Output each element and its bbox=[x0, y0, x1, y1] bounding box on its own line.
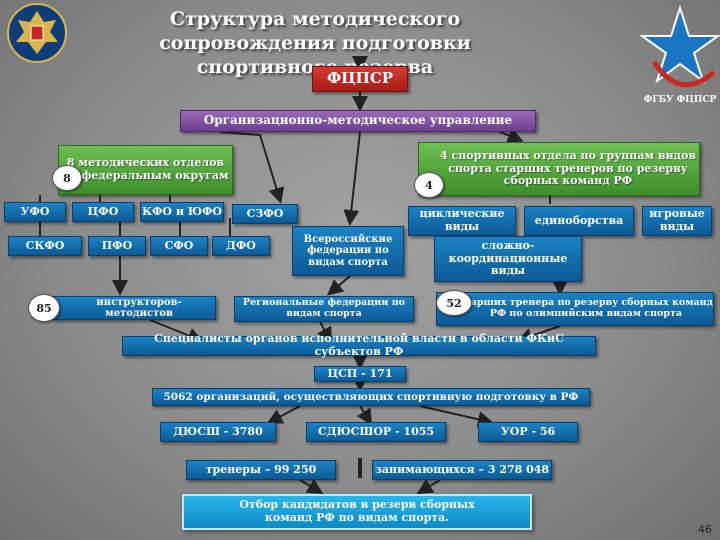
senior-coaches-box: старших тренера по резерву сборных коман… bbox=[436, 292, 714, 326]
sports-group-box: 4 спортивных отдела по группам видов спо… bbox=[418, 142, 700, 196]
type-game: игровые виды bbox=[642, 206, 712, 236]
districts-count-badge: 8 bbox=[52, 165, 82, 191]
instructors-count-badge: 85 bbox=[28, 294, 60, 322]
page-number: 46 bbox=[698, 523, 712, 536]
logo-caption: ФГБУ ФЦПСР bbox=[643, 94, 717, 105]
fcpsr-star-logo bbox=[638, 2, 720, 112]
sports-count-badge: 4 bbox=[414, 172, 444, 198]
district-ufo: УФО bbox=[4, 202, 66, 222]
all-russian-federations-box: Всероссийские федерации по видам спорта bbox=[292, 226, 404, 276]
school-uor: УОР - 56 bbox=[478, 422, 578, 442]
athletes-count-box: занимающихся – 3 278 048 bbox=[372, 460, 552, 480]
school-sdyusshor: СДЮСШОР - 1055 bbox=[306, 422, 446, 442]
senior-coaches-count-badge: 52 bbox=[436, 290, 472, 316]
coaches-count-box: тренеры – 99 250 bbox=[186, 460, 336, 480]
type-cyclic: циклические виды bbox=[408, 206, 516, 236]
organizations-box: 5062 организаций, осуществляющих спортив… bbox=[152, 388, 590, 406]
fcpsr-box: ФЦПСР bbox=[312, 66, 408, 92]
csp-box: ЦСП - 171 bbox=[314, 366, 406, 382]
selection-box: Отбор кандидатов в резерв сборных команд… bbox=[182, 494, 532, 530]
district-szfo: СЗФО bbox=[232, 204, 298, 224]
school-dyussh: ДЮСШ - 3780 bbox=[160, 422, 276, 442]
emblem-logo bbox=[6, 2, 68, 64]
district-sfo: СФО bbox=[150, 236, 208, 256]
district-skfo: СКФО bbox=[8, 236, 82, 256]
district-cfo: ЦФО bbox=[72, 202, 134, 222]
type-martial-arts: единоборства bbox=[524, 206, 634, 236]
type-complex-coordination: сложно-координационные виды bbox=[434, 236, 582, 282]
specialists-box: Специалисты органов исполнительной власт… bbox=[122, 333, 596, 358]
instructors-box: инструкторов-методистов bbox=[52, 296, 216, 320]
district-dfo: ДФО bbox=[212, 236, 270, 256]
regional-federations-box: Региональные федерации по видам спорта bbox=[234, 296, 414, 322]
district-kfo-yufo: КФО и ЮФО bbox=[140, 202, 224, 222]
org-dept-box: Организационно-методическое управление bbox=[180, 110, 536, 132]
districts-group-box: 8 методических отделов по федеральным ок… bbox=[58, 145, 233, 195]
district-pfo: ПФО bbox=[88, 236, 146, 256]
